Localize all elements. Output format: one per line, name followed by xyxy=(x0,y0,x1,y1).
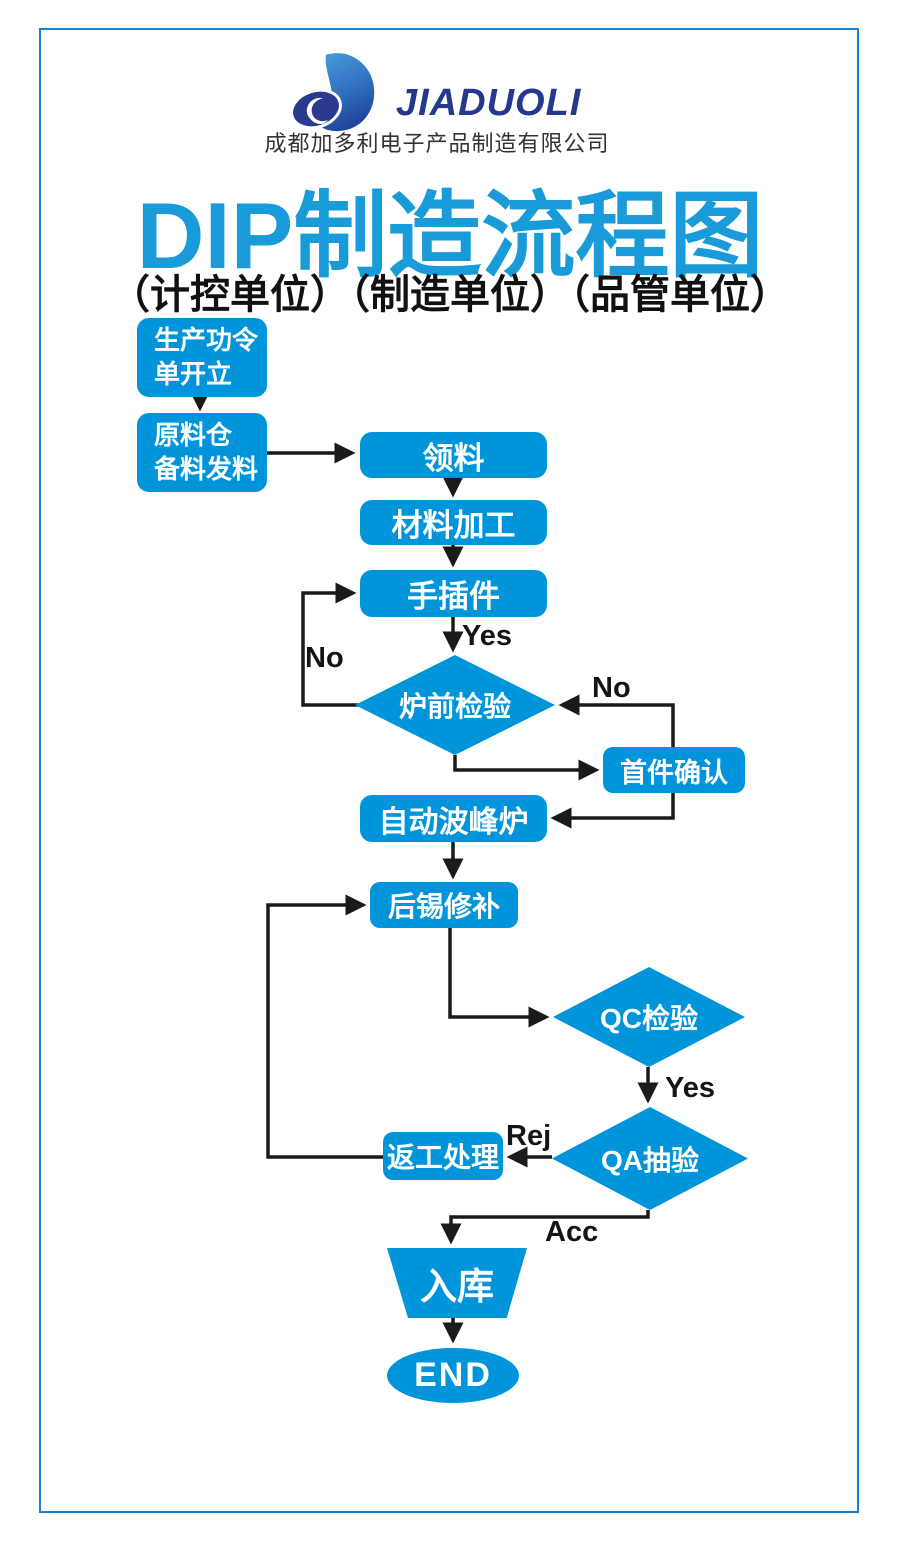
node-qa-sampling: QA抽验 xyxy=(552,1107,748,1210)
brand-name: JIADUOLI xyxy=(396,82,582,124)
node-receive-material: 领料 xyxy=(360,432,547,478)
node-wave-soldering: 自动波峰炉 xyxy=(360,795,547,842)
arrow-repair-to-qc xyxy=(448,928,550,1028)
arrow-firstpiece-to-wave xyxy=(550,793,675,829)
node-first-piece-confirm: 首件确认 xyxy=(603,747,745,793)
arrow-rework-loop-to-repair xyxy=(266,894,383,1159)
border-frame xyxy=(39,28,859,1513)
node-end: END xyxy=(387,1348,519,1403)
jiaduoli-logo-icon xyxy=(290,51,377,134)
node-qc-inspection: QC检验 xyxy=(553,967,745,1067)
node-pre-furnace-inspection: 炉前检验 xyxy=(355,655,555,755)
node-production-order: 生产功令 单开立 xyxy=(137,318,267,397)
node-solder-touchup: 后锡修补 xyxy=(370,882,518,928)
company-name: 成都加多利电子产品制造有限公司 xyxy=(264,131,610,156)
label-no-firstpiece: No xyxy=(592,672,631,704)
label-yes-qc: Yes xyxy=(665,1072,715,1104)
arrow-firstpiece-no-to-prefurnace xyxy=(558,694,675,747)
label-acc-qa: Acc xyxy=(545,1216,599,1248)
node-rework: 返工处理 xyxy=(383,1132,503,1180)
page-subtitle: （计控单位）（制造单位）（品管单位） xyxy=(110,273,790,317)
arrow-prefurnace-to-firstpiece xyxy=(453,755,600,781)
node-material-processing: 材料加工 xyxy=(360,500,547,545)
page-title: DIP制造流程图 xyxy=(136,183,764,288)
label-yes-insert: Yes xyxy=(462,620,512,652)
label-rej-qa: Rej xyxy=(506,1120,552,1152)
arrow-prefurnace-no-loop xyxy=(301,582,358,707)
node-warehouse: 入库 xyxy=(387,1248,527,1318)
node-hand-insertion: 手插件 xyxy=(360,570,547,617)
label-no-left-loop: No xyxy=(305,642,344,674)
node-raw-material-prep: 原料仓 备料发料 xyxy=(137,413,267,492)
arrow-qa-to-warehouse-acc xyxy=(440,1210,650,1245)
